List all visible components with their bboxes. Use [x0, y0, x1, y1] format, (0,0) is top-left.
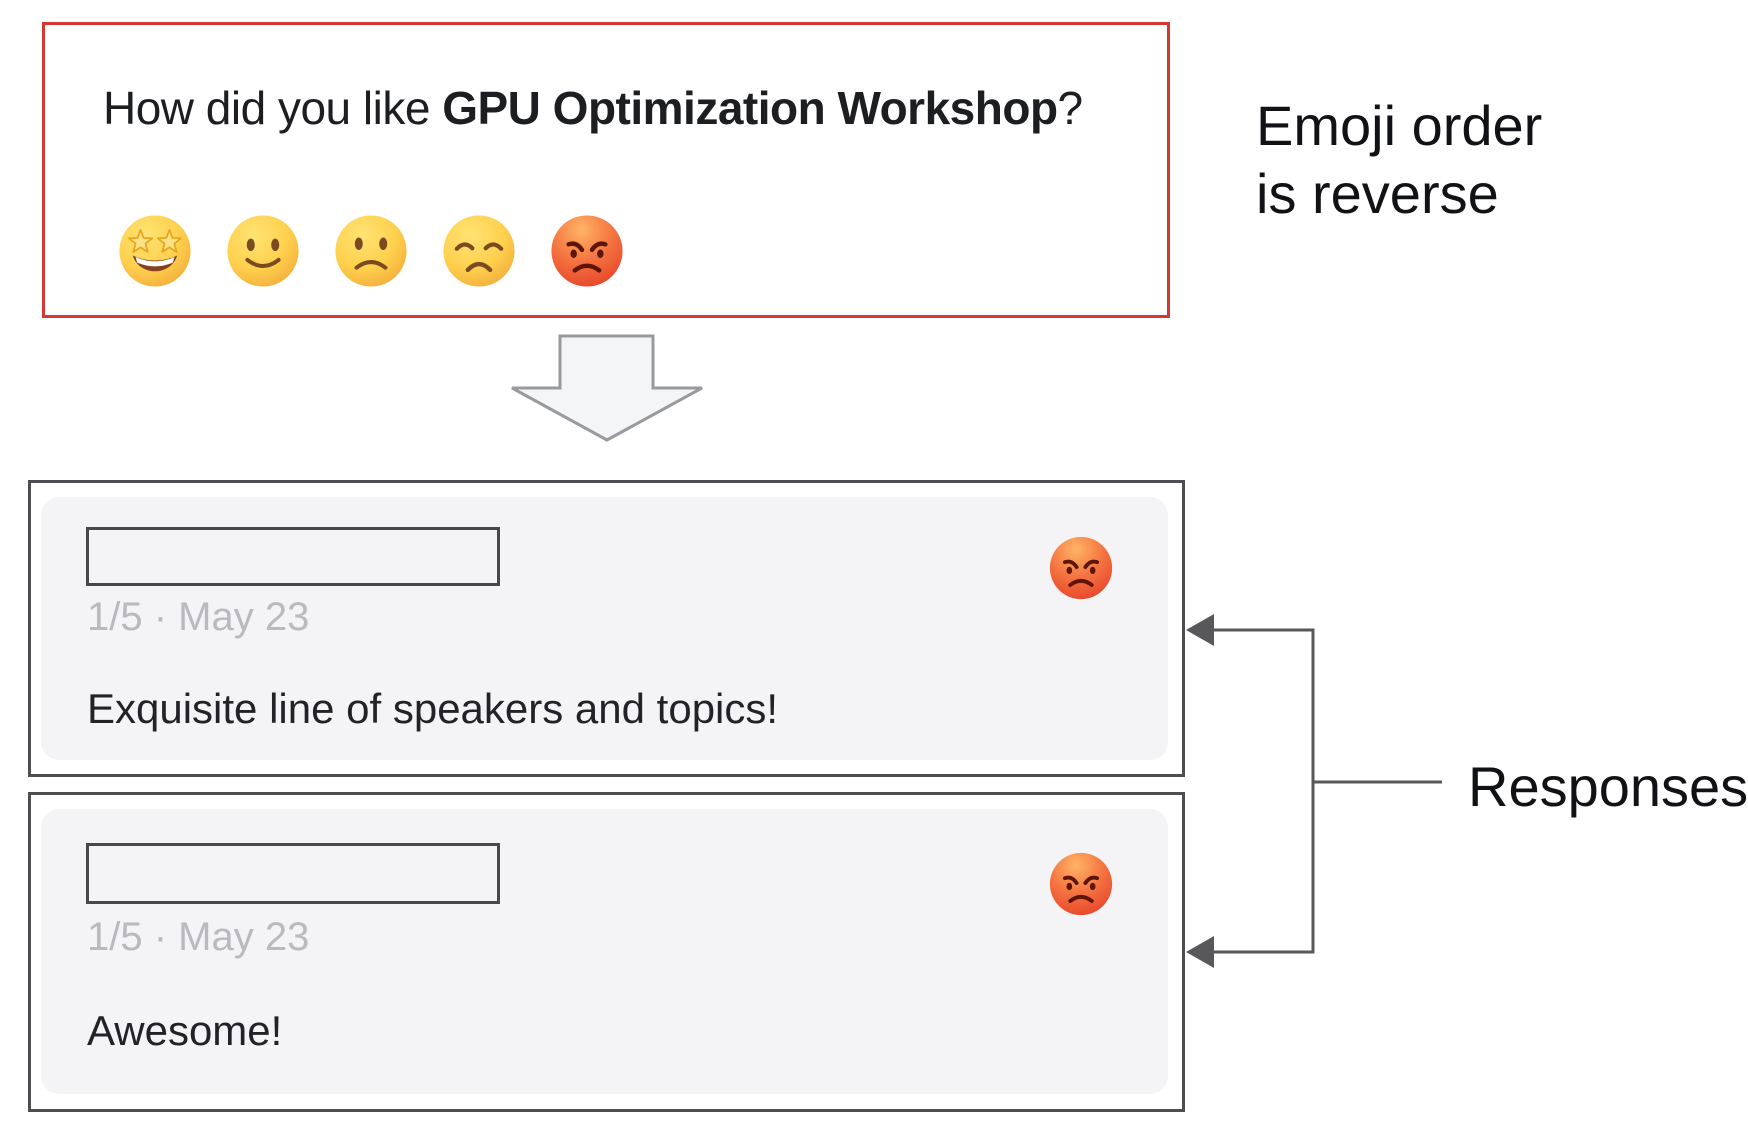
response-comment: Exquisite line of speakers and topics! [87, 685, 779, 732]
emoji-order-note: Emoji order is reverse [1256, 92, 1542, 228]
enraged-emoji[interactable] [547, 211, 627, 291]
response-card-1: 1/5 · May 23 Exquisite line of speakers … [28, 480, 1185, 777]
arrowhead-card1 [1186, 614, 1214, 646]
survey-question: How did you like GPU Optimization Worksh… [103, 81, 1083, 135]
slightly-smiling-emoji[interactable] [223, 211, 303, 291]
emoji-order-note-line1: Emoji order [1256, 94, 1543, 157]
enraged-emoji [1046, 533, 1116, 603]
response-card-2-body: 1/5 · May 23 Awesome! [41, 809, 1168, 1094]
star-struck-emoji[interactable] [115, 211, 195, 291]
arrowhead-card2 [1186, 936, 1214, 968]
responses-label: Responses [1468, 755, 1748, 818]
question-suffix: ? [1057, 82, 1084, 134]
response-comment: Awesome! [87, 1007, 283, 1054]
rating-date-meta: 1/5 · May 23 [87, 915, 310, 959]
rating-date-meta: 1/5 · May 23 [87, 595, 310, 639]
enraged-emoji [1046, 849, 1116, 919]
response-card-2: 1/5 · May 23 Awesome! [28, 792, 1185, 1112]
disappointed-emoji[interactable] [439, 211, 519, 291]
responses-connector-line [1206, 628, 1442, 954]
redacted-name-field [86, 843, 500, 904]
emoji-rating-row [115, 211, 627, 291]
down-block-arrow [511, 334, 703, 442]
response-card-1-body: 1/5 · May 23 Exquisite line of speakers … [41, 497, 1168, 760]
question-prefix: How did you like [103, 82, 443, 134]
emoji-order-note-line2: is reverse [1256, 162, 1499, 225]
question-event-name: GPU Optimization Workshop [442, 82, 1058, 134]
frowning-emoji[interactable] [331, 211, 411, 291]
survey-widget-box: How did you like GPU Optimization Worksh… [42, 22, 1170, 318]
redacted-name-field [86, 527, 500, 586]
